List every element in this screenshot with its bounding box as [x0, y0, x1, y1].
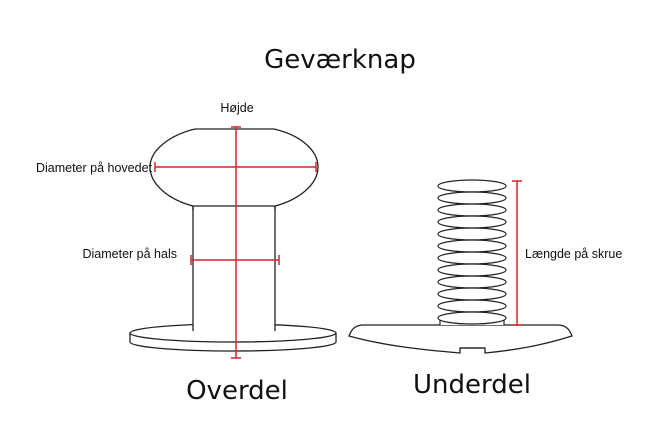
thread-ring-3: [437, 215, 507, 229]
thread-ring-11: [437, 311, 507, 325]
thread-ring-10: [437, 299, 507, 313]
neck-diameter-label: Diameter på hals: [83, 247, 178, 261]
thread-ring-7: [437, 263, 507, 277]
upper-part-caption: Overdel: [186, 376, 288, 406]
thread-ring-8: [437, 275, 507, 289]
upper-part-drawing: [129, 126, 337, 359]
thread-ring-9: [437, 287, 507, 301]
screw-length-label: Længde på skrue: [525, 247, 622, 261]
neck-fill: [193, 190, 275, 333]
diagram-title: Geværknap: [264, 45, 416, 75]
lower-base-dome: [348, 324, 573, 354]
screw-threads: [437, 179, 507, 325]
thread-ring-4: [437, 227, 507, 241]
thread-ring-6: [437, 251, 507, 265]
thread-ring-5: [437, 239, 507, 253]
lower-part-drawing: [348, 179, 573, 354]
head-diameter-label: Diameter på hovedet: [36, 161, 153, 175]
height-label: Højde: [220, 101, 253, 115]
thread-ring-1: [437, 191, 507, 205]
thread-ring-2: [437, 203, 507, 217]
thread-ring-0: [437, 179, 507, 193]
lower-part-caption: Underdel: [413, 370, 531, 400]
